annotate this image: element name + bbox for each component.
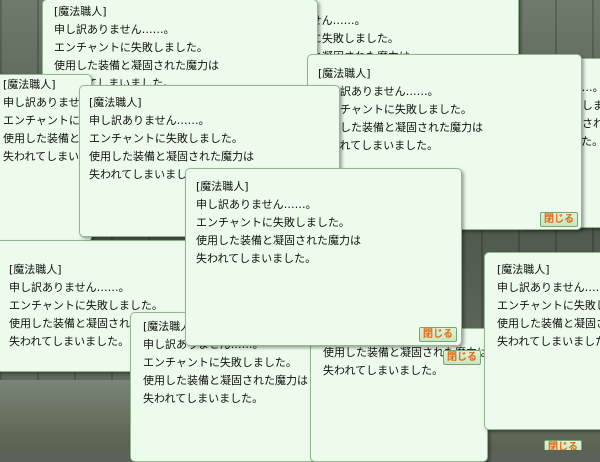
dialog-line-2: エンチャントに失敗しました。 xyxy=(318,103,472,116)
dialog-speaker: [魔法職人] xyxy=(318,67,371,80)
dialog-line-2: エンチャントに失敗しました。 xyxy=(3,114,91,127)
dialog-line-1: 申し訳ありません……。 xyxy=(497,281,600,294)
dialog-speaker: [魔法職人] xyxy=(89,96,142,109)
dialog-line-2: エンチャントに失敗しました。 xyxy=(196,216,350,229)
npc-dialog-window: [魔法職人] 申し訳ありません……。 エンチャントに失敗しました。 使用した装備… xyxy=(484,252,600,430)
dialog-line-2: エンチャントに失敗しました。 xyxy=(54,41,208,54)
dialog-line-1: 申し訳ありません……。 xyxy=(54,23,175,36)
dialog-line-1: 申し訳ありません……。 xyxy=(3,96,91,109)
npc-dialog-window: [魔法職人] 申し訳ありません……。 エンチャントに失敗しました。 使用した装備… xyxy=(0,240,194,372)
dialog-line-1: 申し訳ありません……。 xyxy=(196,198,317,211)
dialog-line-2: エンチャントに失敗しました。 xyxy=(89,132,243,145)
dialog-line-1: 申し訳ありません……。 xyxy=(9,281,130,294)
dialog-text: [魔法職人] 申し訳ありません……。 エンチャントに失敗しました。 使用した装備… xyxy=(318,65,483,155)
close-button[interactable]: 閉じる xyxy=(540,212,578,227)
dialog-line-4: 失われてしまいました。 xyxy=(323,364,444,377)
dialog-text: [魔法職人] 申し訳ありません……。 エンチャントに失敗しました。 使用した装備… xyxy=(196,178,361,268)
close-button[interactable]: 閉じる xyxy=(544,440,582,450)
dialog-line-3: 使用した装備と凝固された魔力は xyxy=(3,132,91,145)
dialog-line-1: 申し訳ありません……。 xyxy=(318,85,439,98)
dialog-speaker: [魔法職人] xyxy=(54,5,107,18)
dialog-speaker: [魔法職人] xyxy=(3,78,56,91)
dialog-line-4: 失われてしまいました。 xyxy=(318,139,439,152)
dialog-text: [魔法職人] 申し訳ありません……。 エンチャントに失敗しました。 使用した装備… xyxy=(497,261,600,351)
dialog-line-2: エンチャントに失敗しました。 xyxy=(9,299,163,312)
dialog-line-4: 失われてしまいました。 xyxy=(196,252,317,265)
dialog-line-4: 失われてしまいました。 xyxy=(3,150,91,163)
close-button[interactable]: 閉じる xyxy=(419,327,457,342)
dialog-speaker: [魔法職人] xyxy=(9,263,62,276)
dialog-line-3: 使用した装備と凝固された魔力は xyxy=(54,59,219,72)
close-button[interactable]: 閉じる xyxy=(443,350,481,365)
dialog-line-3: 使用した装備と凝固された魔力は xyxy=(497,317,600,330)
dialog-line-3: 使用した装備と凝固された魔力は xyxy=(318,121,483,134)
dialog-line-4: 失われてしまいました。 xyxy=(89,168,210,181)
dialog-line-1: 申し訳ありません……。 xyxy=(89,114,210,127)
dialog-line-2: エンチャントに失敗しました。 xyxy=(497,299,600,312)
dialog-line-3: 使用した装備と凝固された魔力は xyxy=(89,150,254,163)
dialog-line-4: 失われてしまいました。 xyxy=(497,335,600,348)
npc-dialog-window: [魔法職人] 申し訳ありません……。 エンチャントに失敗しました。 使用した装備… xyxy=(0,74,92,242)
npc-dialog-window: 閉じる xyxy=(540,432,600,450)
dialog-line-3: 使用した装備と凝固された魔力は xyxy=(196,234,361,247)
dialog-line-4: 失われてしまいました。 xyxy=(9,335,130,348)
dialog-line-2: エンチャントに失敗しました。 xyxy=(143,356,297,369)
dialog-text: [魔法職人] 申し訳ありません……。 エンチャントに失敗しました。 使用した装備… xyxy=(3,76,91,166)
dialog-speaker: [魔法職人] xyxy=(497,263,550,276)
dialog-speaker: [魔法職人] xyxy=(196,180,249,193)
dialog-line-3: 使用した装備と凝固された魔力は xyxy=(143,374,308,387)
npc-dialog-window: [魔法職人] 申し訳ありません……。 エンチャントに失敗しました。 使用した装備… xyxy=(185,168,462,346)
dialog-text: [魔法職人] 申し訳ありません……。 エンチャントに失敗しました。 使用した装備… xyxy=(9,261,174,351)
dialog-text: [魔法職人] 申し訳ありません……。 エンチャントに失敗しました。 使用した装備… xyxy=(89,94,254,184)
dialog-line-4: 失われてしまいました。 xyxy=(143,392,264,405)
dialog-speaker: [魔法職人] xyxy=(143,320,196,333)
npc-dialog-window: 使用した装備と凝固された魔力は 失われてしまいました。 閉じる xyxy=(310,328,488,462)
